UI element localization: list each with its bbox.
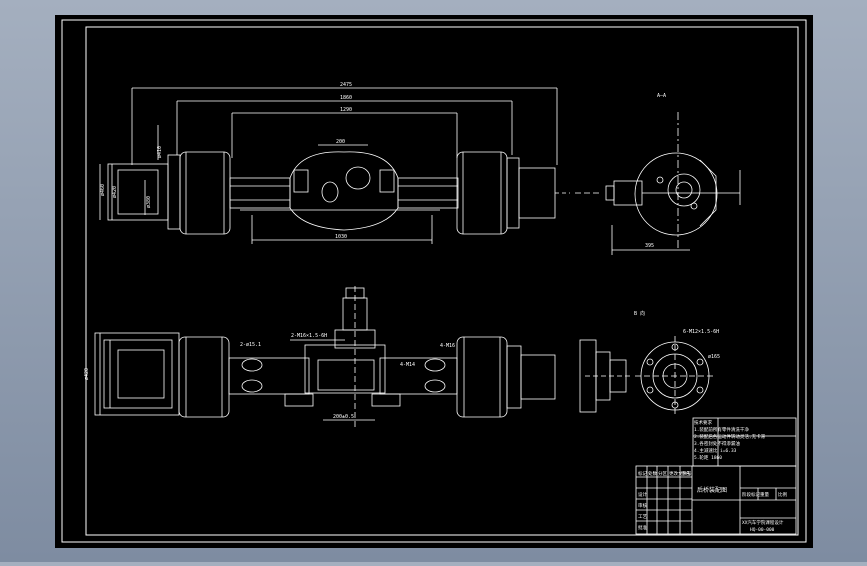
scale-label: 重量	[760, 491, 769, 498]
title-block	[635, 417, 797, 535]
drawing-sheet	[55, 15, 813, 548]
drawing-number: HQ-00-000	[750, 527, 775, 533]
plan-note-right: 4-M16	[440, 343, 455, 349]
header-cell: 更改文件号	[669, 470, 692, 477]
row-label: 工艺	[638, 514, 647, 520]
plan-side-left: 2-ø15.1	[240, 342, 261, 348]
flange-dia: ø165	[708, 354, 720, 360]
outer-border	[61, 19, 807, 543]
dim-left-mid: ø420	[112, 186, 118, 198]
dim-top-overall: 2475	[340, 82, 352, 88]
scale-label: 阶段标记	[742, 491, 760, 498]
flange-note: 6-M12×1.5-6H	[683, 329, 719, 335]
dim-left-label: ø410	[157, 146, 163, 158]
dim-left-small: ø380	[146, 196, 152, 208]
tech-note: 1.装配前所有零件清洗干净	[694, 426, 749, 433]
section-label: A—A	[657, 93, 666, 99]
plan-dim-bottom: 200±0.5	[333, 414, 354, 420]
header-cell: 签名	[681, 470, 690, 477]
dim-top-housing: 200	[336, 139, 345, 145]
dim-top-third: 1290	[340, 107, 352, 113]
side-section-view	[605, 112, 741, 255]
tech-note: 技术要求	[694, 419, 712, 426]
header-cell: 分区	[658, 470, 667, 477]
scale-label: 比例	[778, 491, 787, 498]
plan-view	[94, 286, 556, 430]
plan-note-top: 2-M16×1.5-6H	[291, 333, 327, 339]
front-view	[99, 87, 600, 244]
tech-note: 2.装配后各运动件转动灵活,无卡滞	[694, 433, 766, 440]
row-label: 审核	[638, 502, 647, 509]
inner-border	[85, 26, 799, 536]
view-b-label: B 向	[634, 310, 645, 317]
dim-side: 395	[645, 243, 654, 249]
plan-note-mid: 4-M14	[400, 362, 415, 368]
row-label: 设计	[638, 491, 647, 498]
tech-note: 5.轮距 1860	[694, 454, 722, 461]
header-cell: 处数	[648, 470, 657, 477]
dim-top-second: 1860	[340, 95, 352, 101]
row-label: 批准	[638, 524, 647, 531]
dim-left-outer: ø460	[100, 184, 106, 196]
tech-note: 4.主减速比 i=6.33	[694, 447, 737, 454]
company-name: XX汽车学院课程设计	[742, 519, 784, 526]
plan-dim-left: ø420	[84, 368, 90, 380]
tech-note: 3.各密封处不得渗漏油	[694, 440, 740, 447]
flange-view	[579, 336, 715, 416]
front-view-text: 2475 1860 1290 200 1030 ø460 ø420 ø380 ø…	[100, 82, 352, 240]
dim-bottom-width: 1030	[335, 234, 347, 240]
title-block-title: 后桥装配图	[697, 486, 727, 494]
header-cell: 标记	[638, 470, 647, 477]
tech-notes: 技术要求 1.装配前所有零件清洗干净 2.装配后各运动件转动灵活,无卡滞 3.各…	[694, 419, 766, 461]
